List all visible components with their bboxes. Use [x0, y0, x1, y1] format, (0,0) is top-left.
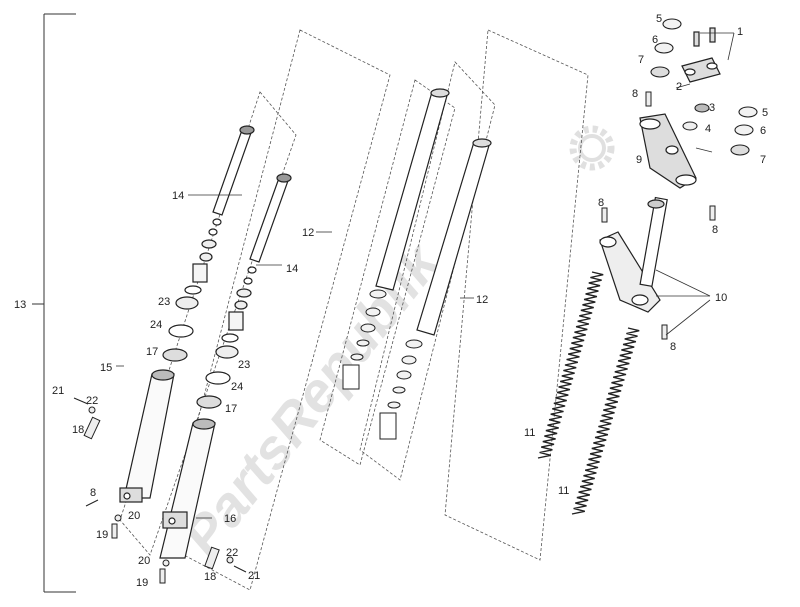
leader-lines [116, 32, 735, 519]
callout-5: 5 [656, 13, 662, 25]
callout-6: 6 [652, 34, 658, 46]
callout-12: 12 [302, 227, 314, 239]
callout-21: 21 [248, 570, 260, 582]
callout-14: 14 [172, 190, 184, 202]
fork-tube-left [375, 88, 450, 291]
callout-17: 17 [146, 346, 158, 358]
callout-7: 7 [638, 54, 644, 66]
callout-18: 18 [204, 571, 216, 583]
callout-2: 2 [676, 81, 682, 93]
callout-20: 20 [138, 555, 150, 567]
tube-rings-left [342, 289, 387, 390]
callout-labels: 1 2 3 4 5 5 6 6 7 7 8 8 8 8 8 9 10 11 11… [14, 13, 768, 589]
seal-set-right [196, 345, 239, 409]
callout-18: 18 [72, 424, 84, 436]
seal-set-left [162, 296, 199, 362]
callout-21: 21 [52, 385, 64, 397]
watermark-gear-icon [569, 125, 615, 171]
callout-15: 15 [100, 362, 112, 374]
callout-3: 3 [709, 102, 715, 114]
spring-right [571, 327, 640, 515]
callout-5: 5 [762, 107, 768, 119]
callout-4: 4 [705, 123, 711, 135]
bush-set-right [730, 106, 758, 156]
callout-16: 16 [224, 513, 236, 525]
callout-12: 12 [476, 294, 488, 306]
callout-10: 10 [715, 292, 727, 304]
callout-20: 20 [128, 510, 140, 522]
callout-6: 6 [760, 125, 766, 137]
spring-left [537, 271, 604, 459]
nut-washer [682, 103, 710, 131]
callout-8: 8 [632, 88, 638, 100]
callout-8: 8 [712, 224, 718, 236]
callout-11: 11 [558, 485, 569, 497]
callout-19: 19 [136, 577, 148, 589]
callout-23: 23 [238, 359, 250, 371]
damper-rod-right [221, 173, 292, 343]
lower-triple-clamp [599, 196, 668, 313]
handlebar-clamp [681, 27, 721, 83]
frame-tube-right [359, 61, 496, 481]
callout-23: 23 [158, 296, 170, 308]
callout-22: 22 [86, 395, 98, 407]
callout-19: 19 [96, 529, 108, 541]
callout-11: 11 [524, 427, 535, 439]
callout-9: 9 [636, 154, 642, 166]
callout-17: 17 [225, 403, 237, 415]
callout-13: 13 [14, 299, 26, 311]
callout-8: 8 [90, 487, 96, 499]
callout-24: 24 [150, 319, 162, 331]
upper-triple-clamp [639, 113, 697, 189]
frame-right-tube [444, 29, 589, 561]
callout-1: 1 [737, 26, 743, 38]
fork-slider-right [159, 418, 216, 559]
assembly-bracket [32, 13, 76, 593]
callout-24: 24 [231, 381, 243, 393]
small-hardware [73, 397, 247, 584]
callout-14: 14 [286, 263, 298, 275]
fork-tube-right [416, 138, 492, 336]
tube-rings-right [379, 339, 423, 440]
callout-22: 22 [226, 547, 238, 559]
fork-slider-left [119, 369, 175, 503]
clamp-bolts [601, 91, 716, 340]
callout-8: 8 [670, 341, 676, 353]
bush-set-left [650, 18, 682, 78]
callout-7: 7 [760, 154, 766, 166]
damper-rod-left [184, 125, 255, 295]
callout-8: 8 [598, 197, 604, 209]
